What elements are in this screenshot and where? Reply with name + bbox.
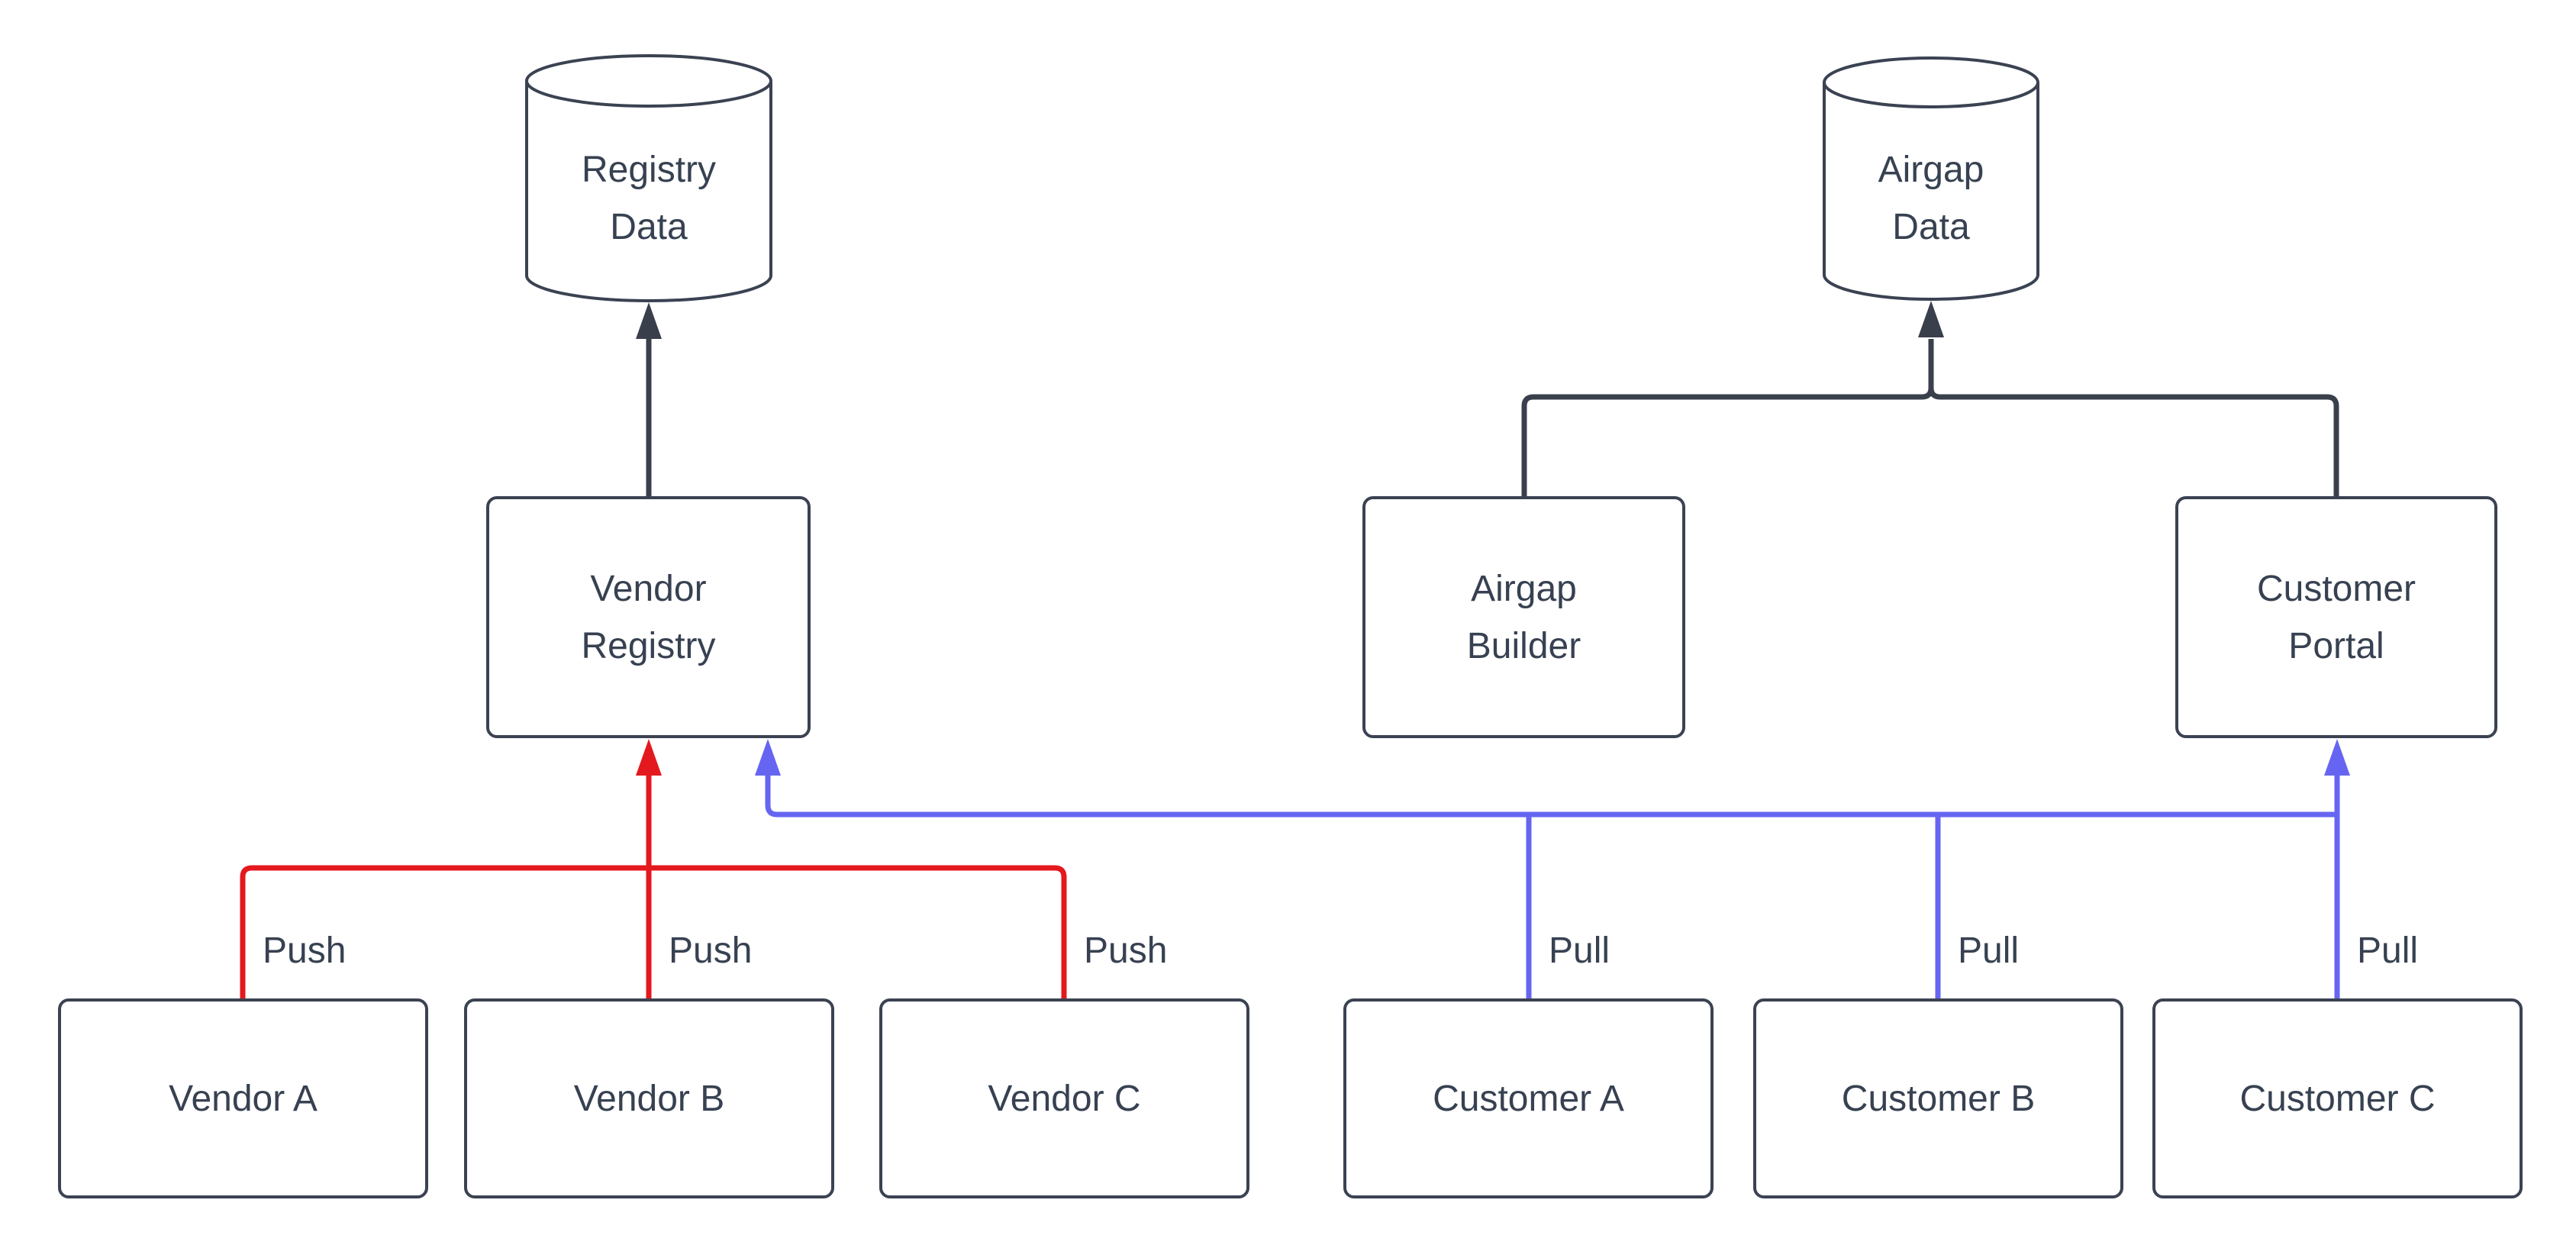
node-vendor-b: Vendor B <box>464 998 834 1198</box>
node-vendor-a: Vendor A <box>58 998 428 1198</box>
vendor-registry-push-arrowhead <box>636 739 662 776</box>
registry-data-label: Registry Data <box>581 150 717 247</box>
registry-data-cylinder-body <box>525 81 772 302</box>
pull-label-customer-b: Pull <box>1958 931 2020 971</box>
push-label-vendor-c: Push <box>1084 931 1168 971</box>
push-label-vendor-a: Push <box>263 931 347 971</box>
edge-airgap-builder-to-airgap-data <box>1521 339 1934 496</box>
push-label-vendor-b: Push <box>669 931 753 971</box>
airgap-data-arrowhead <box>1918 301 1944 337</box>
pull-label-customer-c: Pull <box>2357 931 2419 971</box>
airgap-data-cylinder-body <box>1823 82 2039 301</box>
node-vendor-registry: Vendor Registry <box>486 496 811 738</box>
vendor-registry-pull-arrowhead <box>755 739 781 776</box>
node-customer-b: Customer B <box>1753 998 2123 1198</box>
registry-data-cylinder-top <box>525 54 772 108</box>
edge-vendor-c-push <box>651 865 1067 998</box>
node-customer-a: Customer A <box>1343 998 1714 1198</box>
pull-bus-to-vendor-registry <box>765 776 2337 818</box>
airgap-data-cylinder-top <box>1823 56 2039 108</box>
registry-data-arrowhead <box>636 302 662 339</box>
edge-vendor-a-push <box>240 865 646 998</box>
customer-portal-pull-arrowhead <box>2324 739 2350 776</box>
node-customer-c: Customer C <box>2152 998 2523 1198</box>
airgap-data-label: Airgap Data <box>1878 150 1984 247</box>
edge-customer-portal-to-airgap-data <box>1928 387 2339 496</box>
node-airgap-builder: Airgap Builder <box>1362 496 1685 738</box>
node-customer-portal: Customer Portal <box>2175 496 2497 738</box>
node-vendor-c: Vendor C <box>879 998 1249 1198</box>
pull-label-customer-a: Pull <box>1549 931 1610 971</box>
